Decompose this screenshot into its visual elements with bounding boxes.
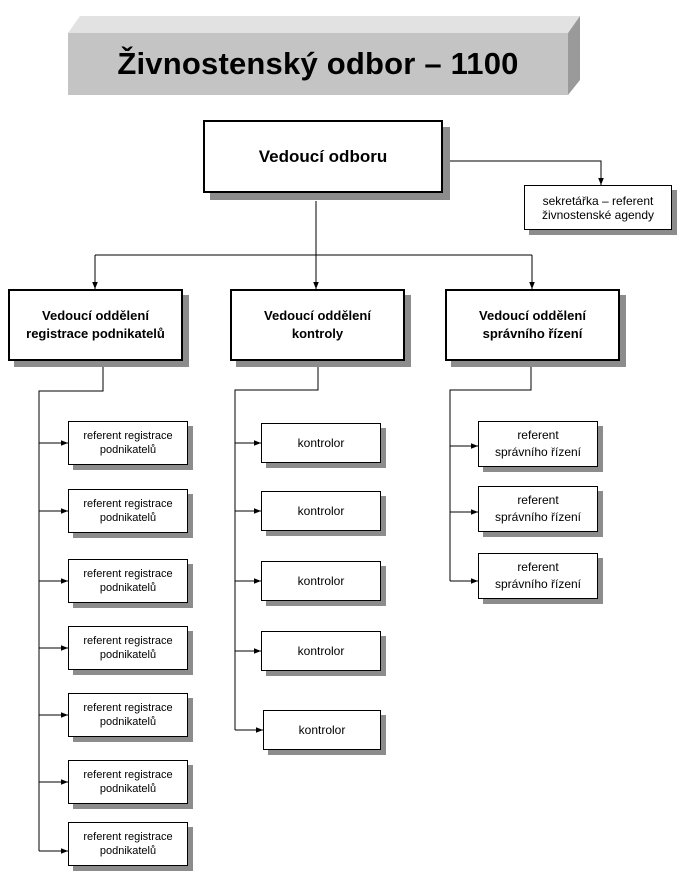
- staff-label: referent správního řízení: [494, 493, 582, 524]
- staff-box-referent-registrace: referent registrace podnikatelů: [68, 760, 188, 804]
- dept2-branch-line: [234, 362, 319, 730]
- assistant-box: sekretářka – referent živnostenské agend…: [524, 185, 672, 230]
- head-label: Vedoucí odboru: [258, 146, 388, 166]
- department-box-spravni-rizeni: Vedoucí oddělení správního řízení: [445, 289, 620, 361]
- staff-label: referent správního řízení: [494, 428, 582, 459]
- department-label: Vedoucí oddělení kontroly: [264, 308, 371, 341]
- staff-box-kontrolor: kontrolor: [263, 710, 381, 750]
- staff-label: referent registrace podnikatelů: [83, 831, 173, 857]
- staff-label: kontrolor: [297, 644, 345, 658]
- department-label: Vedoucí oddělení registrace podnikatelů: [26, 308, 165, 341]
- staff-label: referent registrace podnikatelů: [83, 635, 173, 661]
- staff-label: kontrolor: [297, 436, 345, 450]
- staff-box-referent-registrace: referent registrace podnikatelů: [68, 822, 188, 866]
- staff-label: kontrolor: [297, 504, 345, 518]
- banner-side-face: [568, 16, 580, 95]
- staff-box-kontrolor: kontrolor: [261, 423, 381, 463]
- head-to-assistant-line: [443, 160, 604, 185]
- assistant-label: sekretářka – referent živnostenské agend…: [541, 193, 655, 222]
- banner-top-face: [68, 16, 580, 33]
- staff-label: referent registrace podnikatelů: [83, 568, 173, 594]
- staff-label: referent registrace podnikatelů: [83, 769, 173, 795]
- staff-box-referent-spravniho-rizeni: referent správního řízení: [478, 486, 598, 532]
- staff-box-kontrolor: kontrolor: [261, 491, 381, 531]
- staff-box-referent-spravniho-rizeni: referent správního řízení: [478, 421, 598, 467]
- staff-label: referent registrace podnikatelů: [83, 498, 173, 524]
- staff-box-referent-registrace: referent registrace podnikatelů: [68, 559, 188, 603]
- staff-box-referent-registrace: referent registrace podnikatelů: [68, 626, 188, 670]
- dept3-branch-line: [449, 362, 532, 581]
- staff-label: referent registrace podnikatelů: [83, 430, 173, 456]
- head-box: Vedoucí odboru: [203, 120, 443, 193]
- department-label: Vedoucí oddělení správního řízení: [479, 308, 586, 341]
- staff-label: kontrolor: [297, 574, 345, 588]
- department-box-registrace: Vedoucí oddělení registrace podnikatelů: [8, 289, 183, 361]
- staff-box-kontrolor: kontrolor: [261, 561, 381, 601]
- title-banner: Živnostenský odbor – 1100: [68, 33, 568, 95]
- staff-label: referent registrace podnikatelů: [83, 702, 173, 728]
- staff-label: referent správního řízení: [494, 560, 582, 591]
- staff-box-referent-registrace: referent registrace podnikatelů: [68, 421, 188, 465]
- department-box-kontroly: Vedoucí oddělení kontroly: [230, 289, 405, 361]
- staff-box-kontrolor: kontrolor: [261, 631, 381, 671]
- staff-label: kontrolor: [298, 723, 346, 737]
- staff-box-referent-registrace: referent registrace podnikatelů: [68, 693, 188, 737]
- page-title: Živnostenský odbor – 1100: [117, 46, 519, 81]
- dept1-branch-line: [38, 362, 104, 851]
- staff-box-referent-registrace: referent registrace podnikatelů: [68, 489, 188, 533]
- staff-box-referent-spravniho-rizeni: referent správního řízení: [478, 553, 598, 599]
